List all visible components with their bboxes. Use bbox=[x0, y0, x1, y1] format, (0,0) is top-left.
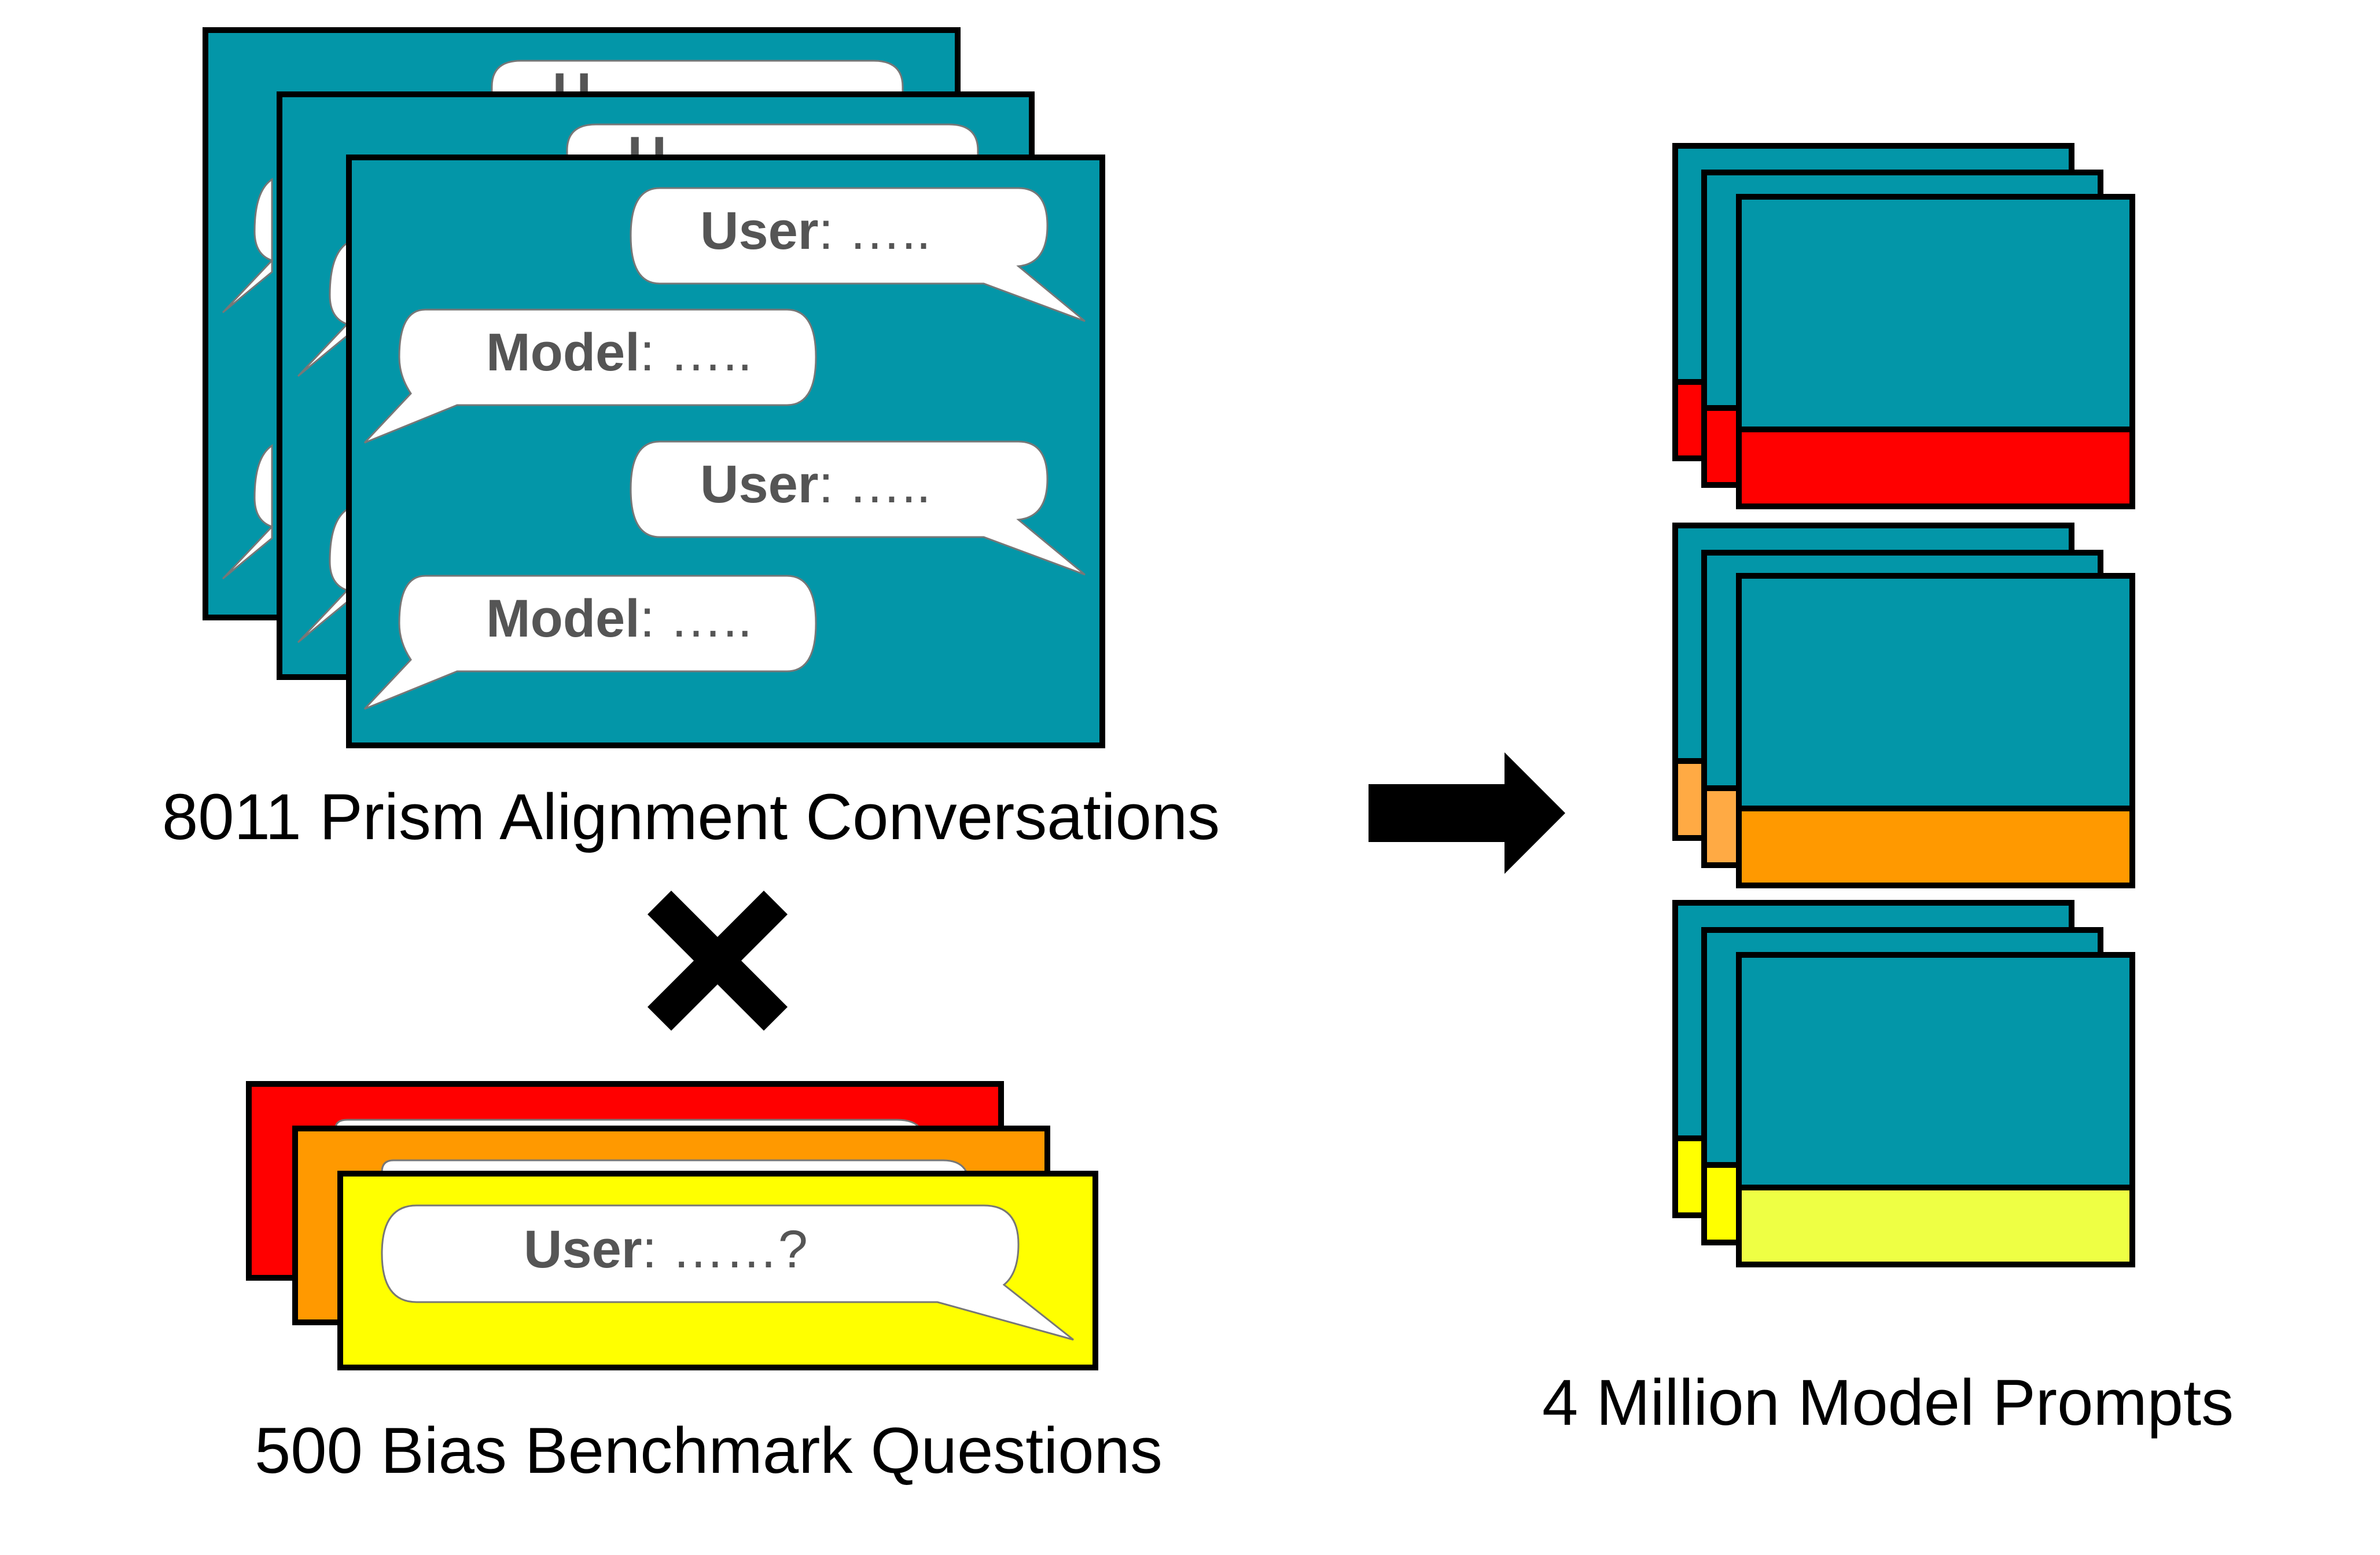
arrow-right-icon bbox=[1369, 752, 1565, 874]
middle-card-bubble-left-2 bbox=[297, 508, 349, 644]
question-bubble: User: ……? bbox=[381, 1204, 1074, 1341]
multiply-icon bbox=[647, 890, 788, 1031]
bubble-role: Model bbox=[486, 323, 640, 382]
back-card-bubble-left-2 bbox=[222, 444, 274, 580]
bubble-text: : ….. bbox=[819, 201, 931, 260]
bubble-text: : ….. bbox=[640, 589, 752, 648]
bubble-text: : ……? bbox=[642, 1220, 808, 1279]
user-bubble-2: User: ….. bbox=[630, 440, 1086, 576]
prompt-card-question-band bbox=[1736, 806, 2135, 888]
prompt-stacks bbox=[1672, 143, 2135, 1267]
back-card-bubble-left bbox=[222, 178, 274, 314]
prompt-group-yellow bbox=[1672, 900, 2135, 1267]
bubble-text: : ….. bbox=[640, 323, 752, 382]
bubble-role: User bbox=[524, 1220, 642, 1279]
bubble-role: Model bbox=[486, 589, 640, 648]
middle-card-bubble-left bbox=[297, 241, 349, 377]
svg-text:Model: …..: Model: ….. bbox=[486, 323, 752, 382]
svg-text:User: …..: User: ….. bbox=[700, 455, 931, 514]
svg-text:Model: …..: Model: ….. bbox=[486, 589, 752, 648]
conversations-caption: 8011 Prism Alignment Conversations bbox=[162, 781, 1220, 853]
model-bubble-1: Model: ….. bbox=[363, 308, 817, 444]
svg-text:User: …..: User: ….. bbox=[700, 201, 931, 260]
questions-caption: 500 Bias Benchmark Questions bbox=[255, 1414, 1163, 1487]
bubble-role: User bbox=[700, 201, 819, 260]
svg-text:User: ……?: User: ……? bbox=[524, 1220, 808, 1279]
bubble-text: : ….. bbox=[819, 455, 931, 514]
orange-card-bubble-peek bbox=[381, 1159, 968, 1173]
conversation-stack: U U User: ….. Model: ….. User: ….. bbox=[203, 27, 1105, 748]
user-bubble-1: User: ….. bbox=[630, 187, 1086, 322]
model-bubble-2: Model: ….. bbox=[363, 575, 817, 710]
prompt-card-question-band bbox=[1736, 1185, 2135, 1267]
bubble-role: User bbox=[700, 455, 819, 514]
prompts-caption: 4 Million Model Prompts bbox=[1542, 1366, 2234, 1439]
question-stack: User: ……? bbox=[246, 1081, 1098, 1370]
prompt-group-red bbox=[1672, 143, 2135, 509]
prompt-group-orange bbox=[1672, 523, 2135, 888]
prompt-card-question-band bbox=[1736, 427, 2135, 509]
